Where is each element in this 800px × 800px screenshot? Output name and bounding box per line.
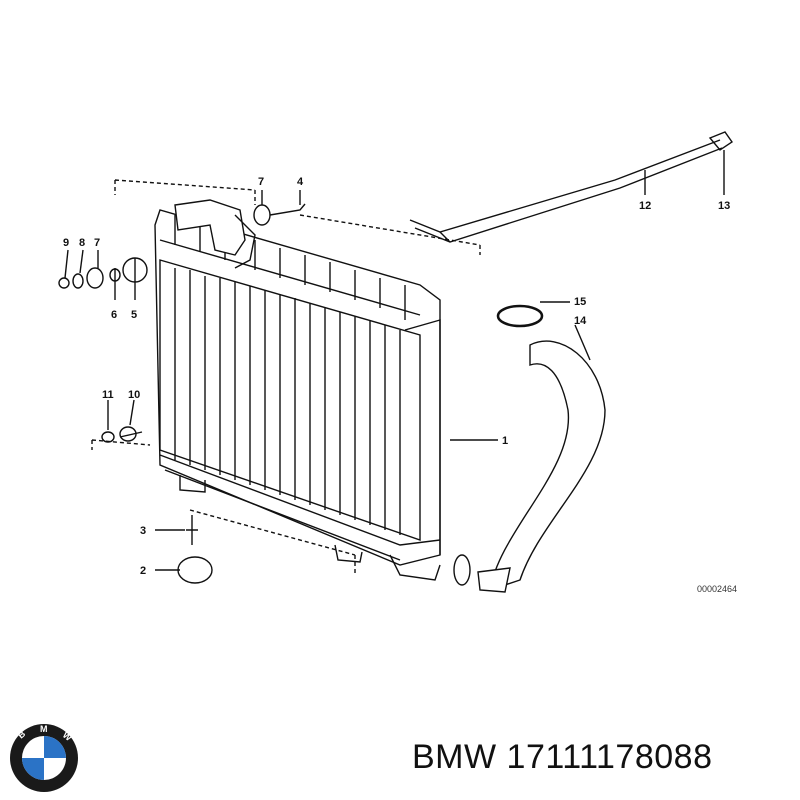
- callout-13: 13: [718, 200, 730, 212]
- callout-labels: 1 2 3 4 5 6 7 7 8 9 10 11 12 13 14 15 00…: [63, 176, 737, 594]
- logo-letter-b: B: [16, 728, 28, 740]
- callout-2: 2: [140, 565, 146, 577]
- diagram-reference-code: 00002464: [697, 584, 737, 594]
- diagram-drawing: [58, 131, 733, 593]
- callout-10: 10: [128, 389, 140, 401]
- callout-6: 6: [111, 309, 117, 321]
- callout-9: 9: [63, 237, 69, 249]
- callout-7b: 7: [94, 237, 100, 249]
- upper-hose: [409, 139, 723, 243]
- callout-1: 1: [502, 435, 508, 447]
- callout-5: 5: [131, 309, 137, 321]
- part-number: 17111178088: [506, 738, 713, 776]
- callout-12: 12: [639, 200, 651, 212]
- hose-clamp-15: [496, 304, 544, 328]
- part-caption: BMW 17111178088: [412, 738, 712, 777]
- callout-3: 3: [140, 525, 146, 537]
- callout-8: 8: [79, 237, 85, 249]
- brand-name: BMW: [412, 738, 497, 776]
- lower-hose: [489, 340, 606, 592]
- callout-11: 11: [102, 389, 114, 401]
- callout-4: 4: [297, 176, 304, 188]
- callout-14: 14: [574, 315, 587, 327]
- bmw-logo: B M W: [10, 724, 78, 792]
- callout-15: 15: [574, 296, 586, 308]
- logo-letter-m: M: [40, 724, 48, 734]
- callout-7a: 7: [258, 176, 264, 188]
- radiator: [154, 199, 441, 566]
